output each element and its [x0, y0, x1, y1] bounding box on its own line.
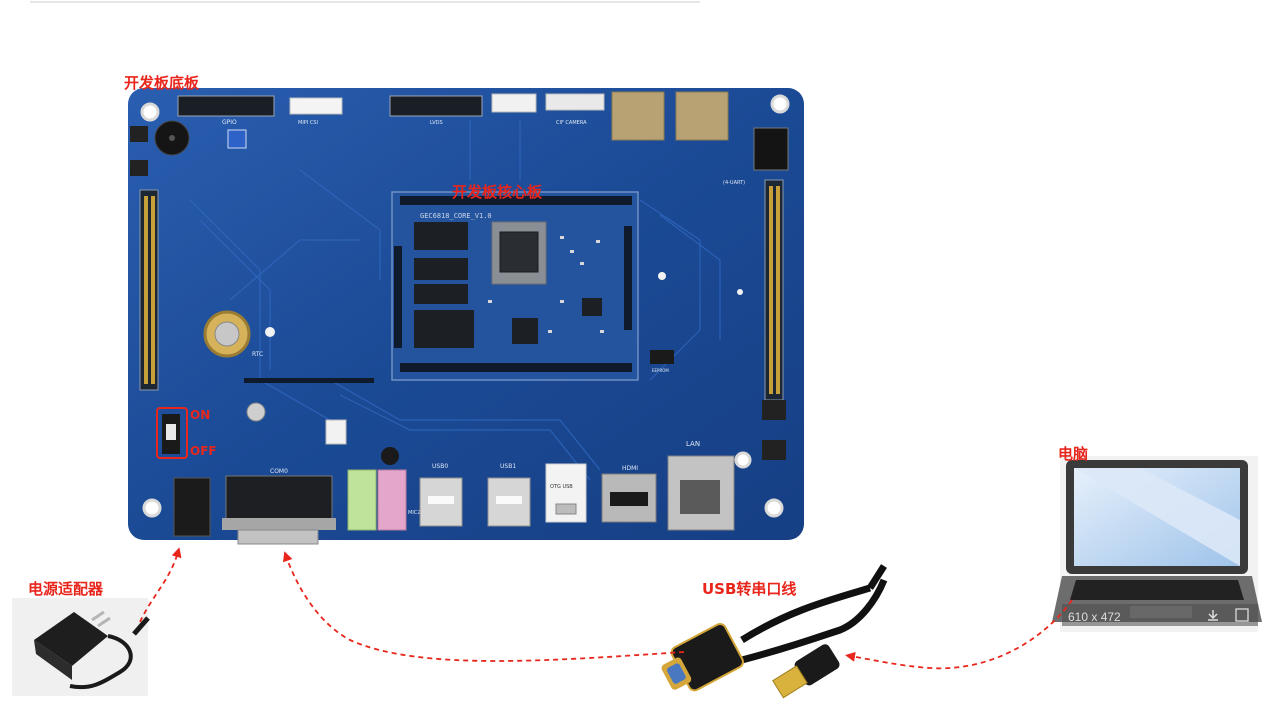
eeprom-chip	[650, 350, 674, 364]
camera-connector	[545, 93, 605, 111]
core-components	[488, 236, 604, 333]
usb1-silk: USB1	[500, 463, 516, 470]
emmc-chip	[414, 310, 474, 348]
adapter-plug	[132, 616, 150, 636]
mic	[381, 447, 399, 465]
lan-silk: LAN	[686, 440, 700, 448]
screen-glare	[1074, 468, 1240, 566]
gpio-silk: GPIO	[222, 119, 237, 126]
pmic-chip	[512, 318, 538, 344]
thumbnail-size: 610 x 472	[1068, 610, 1121, 624]
adapter-body	[34, 612, 108, 666]
arrow-laptop-to-usb	[845, 599, 1073, 670]
com-port-plug	[237, 529, 319, 545]
button-3	[762, 400, 786, 420]
hdmi-opening	[610, 492, 648, 506]
core-id-silk: GEC6818_CORE_V1.0	[420, 212, 492, 220]
right-pins	[769, 186, 780, 394]
left-pins	[144, 196, 155, 384]
core-left-connector	[394, 246, 402, 348]
ddr-chip-1	[414, 222, 468, 250]
otg-port	[555, 503, 577, 515]
mipi-connector	[289, 97, 343, 115]
lvds-header	[389, 95, 483, 117]
connection-arrows	[139, 547, 1073, 670]
switch-off-label: OFF	[190, 444, 217, 458]
button-1	[130, 126, 148, 142]
potentiometer	[227, 129, 247, 149]
core-board-label: 开发板核心板	[452, 183, 543, 201]
board-dots	[265, 272, 743, 337]
keyboard	[1070, 580, 1244, 600]
cable-upper	[740, 584, 872, 643]
usb1-tongue	[496, 496, 522, 504]
ddr-chip-2	[414, 258, 468, 280]
sd-slot-2	[675, 91, 729, 141]
hdmi-silk: HDMI	[622, 465, 638, 472]
uart-silk: (4-UART)	[723, 180, 745, 186]
power-adapter	[12, 598, 150, 696]
small-chip	[582, 298, 602, 316]
right-pin-header	[764, 179, 784, 401]
gpio-header	[177, 95, 275, 117]
usb0-tongue	[428, 496, 454, 504]
usb-serial-cable	[661, 564, 888, 699]
lvds-silk: LVDS	[430, 120, 443, 126]
baseboard: GPIO MIPI CSI LVDS CIF CAMERA (4-UART) R…	[128, 88, 804, 545]
com-silk: COM0	[270, 468, 288, 475]
soc-die	[499, 231, 539, 273]
adapter-cable	[69, 634, 133, 690]
camera-silk: CIF CAMERA	[556, 120, 587, 126]
aux-connector	[325, 419, 347, 445]
switch-highlight	[156, 407, 188, 459]
mic-silk: MIC2	[408, 510, 420, 516]
button-2	[130, 160, 148, 176]
capacitor	[246, 402, 266, 422]
otg-silk: OTG USB	[550, 484, 573, 490]
ddr-chip-3	[414, 284, 468, 304]
switch-on-label: ON	[190, 408, 211, 422]
arrow-adapter-to-dcjack	[139, 547, 182, 623]
visual-search-icon[interactable]	[1235, 608, 1249, 622]
com-port-body	[225, 475, 333, 523]
com-port-shell	[222, 518, 336, 530]
adapter-side	[34, 640, 72, 680]
core-top-connector	[400, 196, 632, 205]
slot	[244, 378, 374, 383]
left-pin-header	[139, 189, 159, 391]
arrow-cable-to-com	[282, 551, 685, 662]
core-right-connector	[624, 226, 632, 330]
sd-slot-1	[611, 91, 665, 141]
laptop: 610 x 472	[1052, 456, 1262, 632]
button-4	[762, 440, 786, 460]
lvds-bl-connector	[491, 93, 537, 113]
baseboard-label: 开发板底板	[124, 74, 200, 92]
buzzer-hole	[169, 135, 175, 141]
mipi-silk: MIPI CSI	[298, 120, 318, 126]
audio-jack-green	[347, 469, 377, 531]
power-adapter-label: 电源适配器	[28, 580, 104, 598]
usb-a-connector	[772, 644, 840, 699]
core-bottom-connector	[400, 363, 632, 372]
audio-jack-pink	[377, 469, 407, 531]
cable-upper-end	[867, 564, 887, 590]
rtc-cell	[214, 321, 240, 347]
uart-header	[753, 127, 789, 171]
computer-label: 电脑	[1058, 445, 1089, 463]
core-board: GEC6818_CORE_V1.0	[391, 191, 639, 381]
lan-opening	[680, 480, 720, 514]
db9-connector	[661, 623, 744, 692]
eeprom-silk: EEPROM	[652, 368, 669, 373]
usb-serial-cable-label: USB转串口线	[702, 580, 797, 598]
download-icon[interactable]	[1208, 610, 1218, 621]
rtc-silk: RTC	[252, 351, 263, 358]
cable-lower	[741, 578, 888, 664]
dc-jack	[173, 477, 211, 537]
mounting-holes	[140, 94, 790, 518]
adapter-prongs	[91, 610, 111, 628]
usb0-silk: USB0	[432, 463, 448, 470]
power-switch-knob	[166, 424, 176, 440]
pcb-traces	[189, 120, 721, 481]
